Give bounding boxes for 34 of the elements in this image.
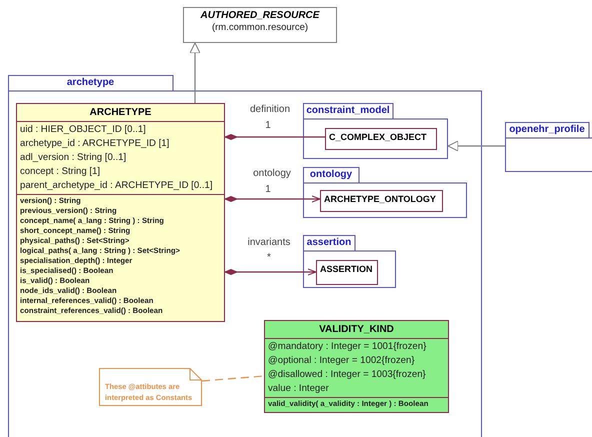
attribute: @disallowed : Integer = 1003{frozen} — [268, 368, 427, 382]
class-name: ARCHETYPE_ONTOLOGY — [324, 194, 437, 204]
attribute: parent_archetype_id : ARCHETYPE_ID [0..1] — [20, 179, 214, 193]
package-name: assertion — [306, 236, 352, 250]
class-name: AUTHORED_RESOURCE — [200, 10, 321, 21]
composition-arrow — [224, 268, 316, 276]
composition-arrow — [224, 196, 320, 202]
package-name: constraint_model — [305, 104, 391, 118]
class-box — [183, 7, 337, 43]
package-name: archetype — [66, 76, 116, 90]
attribute: adl_version : String [0..1] — [20, 151, 128, 165]
package-path: (rm.common.resource) — [210, 21, 310, 35]
role-name: ontology — [253, 168, 291, 180]
class-box — [316, 260, 378, 285]
class-box — [16, 103, 225, 322]
class-name: VALIDITY_KIND — [318, 324, 395, 335]
note-box — [99, 368, 202, 406]
class-box — [264, 320, 449, 413]
class-box — [320, 190, 443, 212]
package-name: openehr_profile — [508, 123, 586, 137]
attribute: @mandatory : Integer = 1001{frozen} — [268, 340, 428, 354]
generalization-arrow — [190, 42, 200, 103]
class-name: ASSERTION — [320, 264, 374, 274]
generalization-arrow — [448, 140, 505, 152]
attribute: uid : HIER_OBJECT_ID [0..1] — [20, 123, 147, 137]
class-box — [325, 128, 437, 150]
class-name: C_COMPLEX_OBJECT — [329, 132, 428, 142]
attribute: archetype_id : ARCHETYPE_ID [1] — [20, 137, 170, 151]
class-name: ARCHETYPE — [88, 107, 152, 118]
attribute: @optional : Integer = 1002{frozen} — [268, 354, 416, 368]
note-link — [202, 375, 264, 382]
attribute: concept : String [1] — [20, 165, 101, 179]
attribute: value : Integer — [268, 382, 330, 396]
package-name: ontology — [308, 168, 354, 182]
